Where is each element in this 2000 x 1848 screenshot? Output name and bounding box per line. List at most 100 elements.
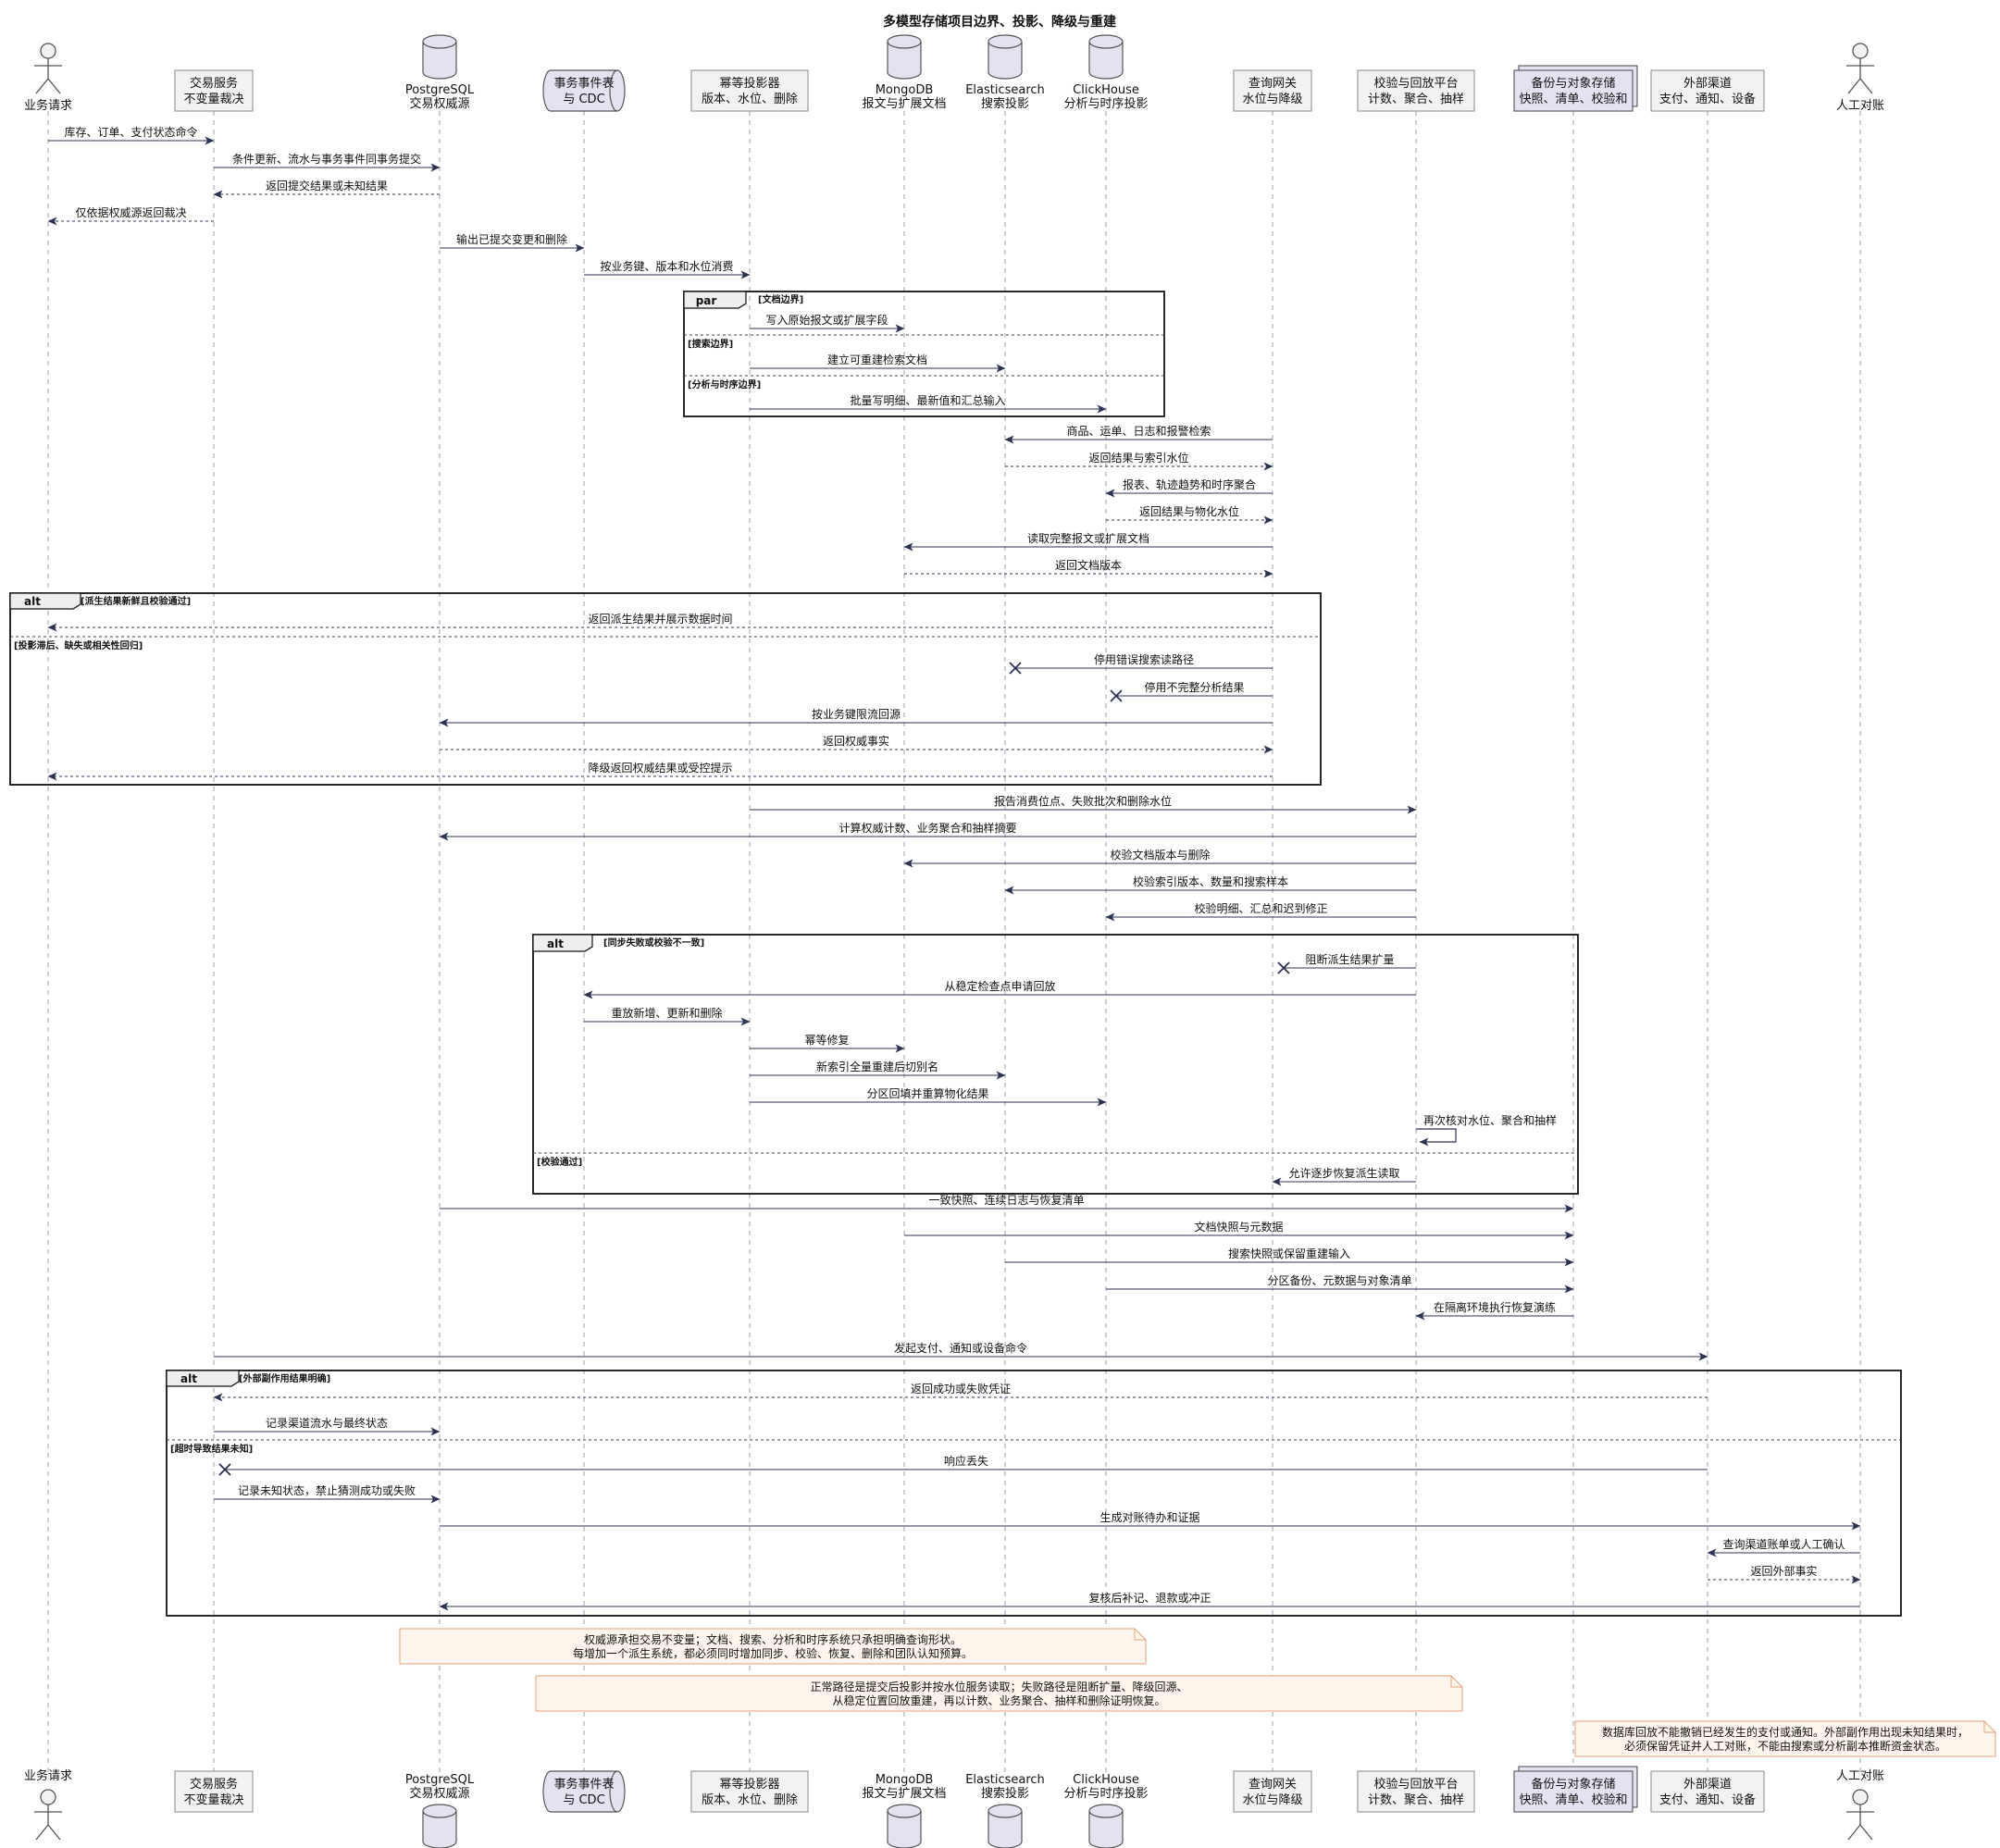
message-label: 返回结果与索引水位 <box>1088 451 1188 465</box>
participant-name: PostgreSQL <box>405 1773 475 1787</box>
note-text: 每增加一个派生系统，都必须同时增加同步、校验、恢复、删除和团队认知预算。 <box>573 1646 973 1660</box>
message-label: 输出已提交变更和删除 <box>456 232 567 246</box>
message-arrow: 发起支付、通知或设备命令 <box>214 1341 1708 1361</box>
participant-name: 事务事件表 <box>553 1777 614 1792</box>
database-icon <box>1088 34 1124 80</box>
fragment-guard: [文档边界] <box>758 293 803 305</box>
message-label: 校验文档版本与删除 <box>1110 848 1210 862</box>
message-label: 查询渠道账单或人工确认 <box>1722 1538 1845 1551</box>
participant-user: 业务请求 <box>24 43 72 113</box>
participant-subtitle: 水位与降级 <box>1242 1793 1302 1807</box>
database-icon <box>887 34 922 80</box>
participant-name: ClickHouse <box>1073 1773 1139 1787</box>
message-label: 商品、运单、日志和报警检索 <box>1066 424 1211 438</box>
lost-message-cross-icon <box>1277 961 1290 974</box>
participant-name: 外部渠道 <box>1683 1778 1732 1792</box>
message-label: 降级返回权威结果或受控提示 <box>588 761 732 775</box>
message-arrow: 降级返回权威结果或受控提示 <box>47 761 1273 781</box>
database-rim <box>422 41 457 49</box>
participant-name: PostgreSQL <box>405 83 475 97</box>
participant-name: 人工对账 <box>1836 99 1884 113</box>
message-arrow: 报告消费位点、失败批次和删除水位 <box>750 794 1417 814</box>
message-label: 库存、订单、支付状态命令 <box>64 125 197 139</box>
note-text: 必须保留凭证并人工对账，不能由搜索或分析副本推断资金状态。 <box>1624 1739 1946 1753</box>
message-arrow: 返回结果与物化水位 <box>1106 504 1273 525</box>
collection-front-card <box>1513 69 1634 112</box>
fragment-guard: [校验通过] <box>537 1156 582 1168</box>
fragment-frame <box>683 291 1165 417</box>
message-label: 返回结果与物化水位 <box>1139 504 1239 518</box>
participant-subtitle: 交易权威源 <box>409 96 469 111</box>
database-icon <box>422 1804 457 1848</box>
note-fold <box>1983 1721 1995 1733</box>
note-text: 正常路径是提交后投影并按水位服务读取；失败路径是阻断扩量、降级回源、 <box>810 1680 1187 1693</box>
message-arrow: 计算权威计数、业务聚合和抽样摘要 <box>439 821 1416 841</box>
participant-box <box>1357 69 1475 112</box>
participant-box <box>1650 69 1765 112</box>
participant-subtitle: 版本、水位、删除 <box>702 1793 798 1807</box>
message-label: 记录渠道流水与最终状态 <box>266 1416 388 1430</box>
participant-box <box>1233 1770 1312 1813</box>
actor-head <box>1852 1789 1869 1805</box>
participant-user: 业务请求 <box>24 1768 72 1841</box>
message-label: 允许逐步恢复派生读取 <box>1288 1166 1399 1180</box>
participant-name: 人工对账 <box>1836 1769 1884 1783</box>
message-label: 新索引全量重建后切别名 <box>816 1060 938 1073</box>
note: 权威源承担交易不变量；文档、搜索、分析和时序系统只承担明确查询形状。每增加一个派… <box>399 1628 1147 1665</box>
actor-figure <box>34 58 62 94</box>
participant-name: MongoDB <box>876 1773 934 1787</box>
fragment-keyword-tab <box>9 592 81 610</box>
participant-name: MongoDB <box>876 83 934 97</box>
database-icon <box>1088 1804 1124 1848</box>
message-label: 响应丢失 <box>944 1454 988 1468</box>
fragment-guard: [分析与时序边界] <box>688 378 761 391</box>
message-arrow: 返回提交结果或未知结果 <box>213 179 440 199</box>
actor-figure <box>1846 58 1874 94</box>
database-icon <box>887 1804 922 1848</box>
actor-figure <box>1846 1805 1874 1841</box>
message-arrow: 幂等修复 <box>750 1033 905 1053</box>
note-fold <box>1450 1676 1462 1688</box>
message-arrow: 记录未知状态，禁止猜测成功或失败 <box>214 1483 441 1504</box>
message-label: 搜索快照或保留重建输入 <box>1228 1246 1350 1260</box>
participant-name: Elasticsearch <box>965 1773 1045 1787</box>
note-text: 从稳定位置回放重建，再以计数、业务聚合、抽样和删除证明恢复。 <box>832 1693 1165 1707</box>
message-label: 一致快照、连续日志与恢复清单 <box>928 1193 1084 1207</box>
message-label: 重放新增、更新和删除 <box>611 1006 722 1020</box>
participant-box <box>1357 1770 1475 1813</box>
database-rim <box>1088 41 1124 49</box>
message-label: 阻断派生结果扩量 <box>1305 952 1394 966</box>
message-arrow: 复核后补记、退款或冲正 <box>439 1591 1860 1611</box>
participant-manual: 人工对账 <box>1836 1769 1884 1841</box>
note-box <box>535 1675 1463 1712</box>
message-arrow: 查询渠道账单或人工确认 <box>1707 1538 1860 1557</box>
participant-box <box>690 1770 809 1813</box>
message-label: 读取完整报文或扩展文档 <box>1027 531 1149 545</box>
message-arrow: 返回派生结果并展示数据时间 <box>47 612 1273 632</box>
participant-box <box>1650 1770 1765 1813</box>
message-arrow: 报表、轨迹趋势和时序聚合 <box>1105 478 1273 498</box>
message-label: 返回文档版本 <box>1055 558 1122 572</box>
fragment-keyword-tab <box>683 291 747 309</box>
message-arrow: 新索引全量重建后切别名 <box>750 1060 1006 1080</box>
message-arrow: 读取完整报文或扩展文档 <box>903 531 1273 552</box>
lost-message-cross-icon <box>1009 662 1022 675</box>
message-arrow: 文档快照与元数据 <box>904 1220 1574 1240</box>
database-rim <box>988 41 1023 49</box>
note-text: 权威源承担交易不变量；文档、搜索、分析和时序系统只承担明确查询形状。 <box>584 1632 962 1646</box>
fragment-guard: [派生结果新鲜且校验通过] <box>81 595 191 607</box>
participant-subtitle: 快照、清单、校验和 <box>1519 1792 1627 1807</box>
database-rim <box>422 1810 457 1818</box>
message-label: 发起支付、通知或设备命令 <box>894 1341 1027 1355</box>
